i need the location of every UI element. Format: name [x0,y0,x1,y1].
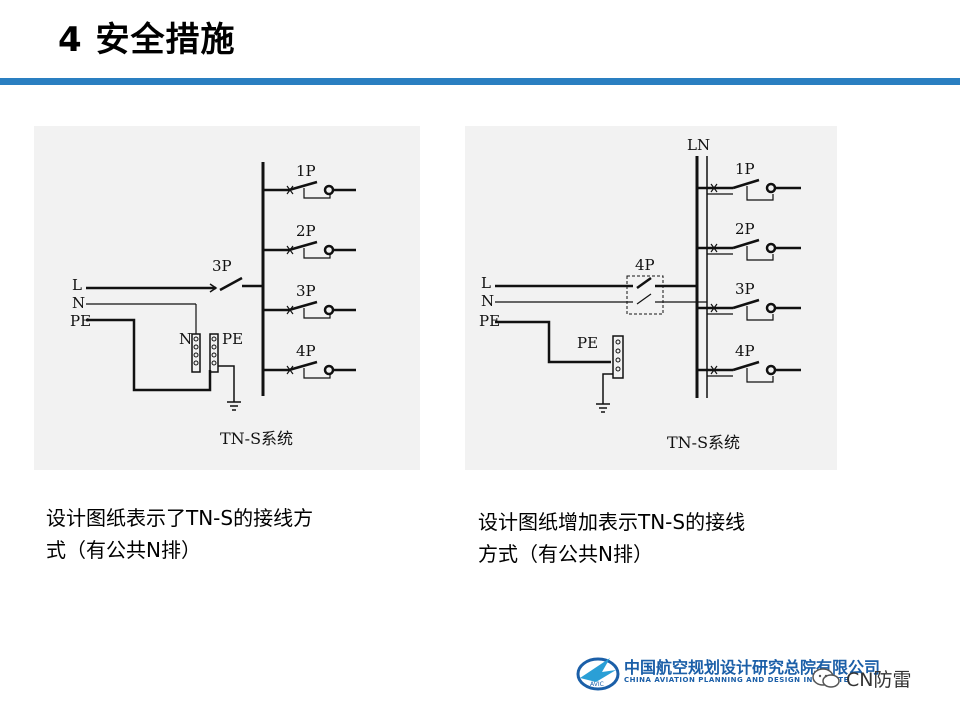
label-N: N [481,292,494,310]
label-L: L [72,276,82,294]
label-branch-2: 2P [735,220,755,238]
label-branch-3: 3P [735,280,755,298]
caption-right-line1: 设计图纸增加表示TN-S的接线 [478,510,746,534]
label-system: TN-S系统 [220,429,293,448]
tn-s-diagram-left: L N PE 3P N PE 1P 2P 3P 4P TN-S系统 [70,162,356,448]
label-branch-4: 4P [296,342,316,360]
label-L: L [481,274,491,292]
svg-text:AVIC: AVIC [590,681,604,688]
watermark-text: CN防雷 [846,669,912,691]
diagram-left: L N PE 3P N PE 1P 2P 3P 4P TN-S系统 [34,126,420,470]
label-PE: PE [70,312,91,330]
label-branch-3: 3P [296,282,316,300]
label-branch-1: 1P [296,162,316,180]
label-pebar: PE [222,330,243,348]
caption-right-line2: 方式（有公共N排） [478,542,653,566]
caption-right: 设计图纸增加表示TN-S的接线 方式（有公共N排） [478,506,848,570]
slide-title: 4 安全措施 [58,20,236,60]
label-bus: LN [687,136,710,154]
logo-chinese-name: 中国航空规划设计研究总院有限公司 [624,658,881,677]
label-nbar: N [179,330,192,348]
label-pebar: PE [577,334,598,352]
label-N: N [72,294,85,312]
tn-s-diagram-right: LN L N PE 4P PE 1P 2P 3P 4P TN-S系统 [479,136,801,452]
caption-left-line2: 式（有公共N排） [46,538,201,562]
label-main-switch: 4P [635,256,655,274]
logo-english-name: CHINA AVIATION PLANNING AND DESIGN INSTI… [624,676,849,684]
label-PE: PE [479,312,500,330]
label-branch-4: 4P [735,342,755,360]
label-system: TN-S系统 [667,433,740,452]
wechat-icon [812,668,840,688]
caption-left-line1: 设计图纸表示了TN-S的接线方 [46,506,314,530]
plane-logo-icon: AVIC [576,657,620,691]
caption-left: 设计图纸表示了TN-S的接线方 式（有公共N排） [46,502,406,566]
label-branch-1: 1P [735,160,755,178]
title-divider [0,78,960,85]
label-main-switch: 3P [212,257,232,275]
diagram-right: LN L N PE 4P PE 1P 2P 3P 4P TN-S系统 [465,126,837,470]
label-branch-2: 2P [296,222,316,240]
